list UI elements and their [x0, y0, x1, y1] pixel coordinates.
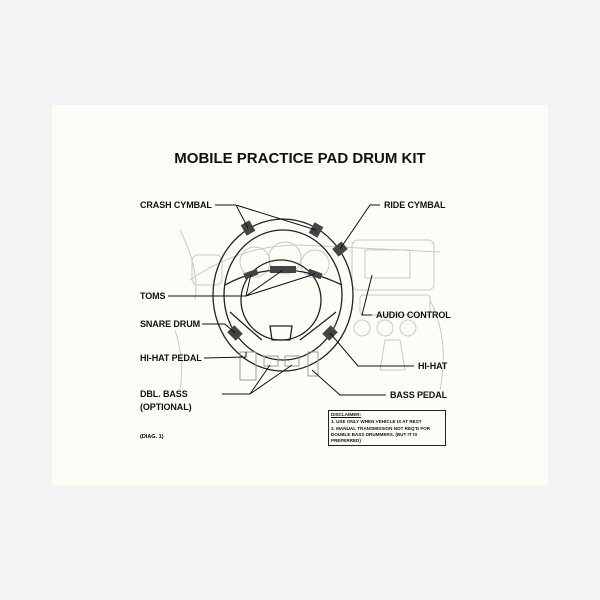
label-hi-hat-pedal: HI-HAT PEDAL — [140, 353, 202, 363]
art-print-paper — [52, 105, 548, 485]
diagram-number: (DIAG. 1) — [140, 434, 164, 440]
disclaimer-heading: DISCLAIMER: — [331, 412, 362, 417]
pedals — [239, 351, 319, 381]
disclaimer-box: DISCLAIMER: 1. USE ONLY WHEN VEHICLE IS … — [328, 410, 446, 446]
label-snare-drum: SNARE DRUM — [140, 319, 201, 329]
dashboard-sketch — [174, 229, 444, 391]
label-optional: (OPTIONAL) — [140, 402, 192, 412]
label-ride-cymbal: RIDE CYMBAL — [384, 200, 446, 210]
label-dbl-bass: DBL. BASS — [140, 389, 188, 399]
leader-lines — [168, 204, 414, 396]
label-toms: TOMS — [140, 291, 166, 301]
disclaimer-item: 1. USE ONLY WHEN VEHICLE IS AT REST — [331, 419, 422, 424]
steering-wheel — [212, 218, 354, 372]
label-audio-control: AUDIO CONTROL — [376, 310, 451, 320]
label-bass-pedal: BASS PEDAL — [390, 390, 448, 400]
disclaimer-item: 2. MANUAL TRANSMISSION NOT REQ'D FOR DOU… — [331, 426, 431, 443]
diagram-title: MOBILE PRACTICE PAD DRUM KIT — [174, 150, 426, 167]
label-hi-hat: HI-HAT — [418, 361, 448, 371]
label-crash-cymbal: CRASH CYMBAL — [140, 200, 212, 210]
